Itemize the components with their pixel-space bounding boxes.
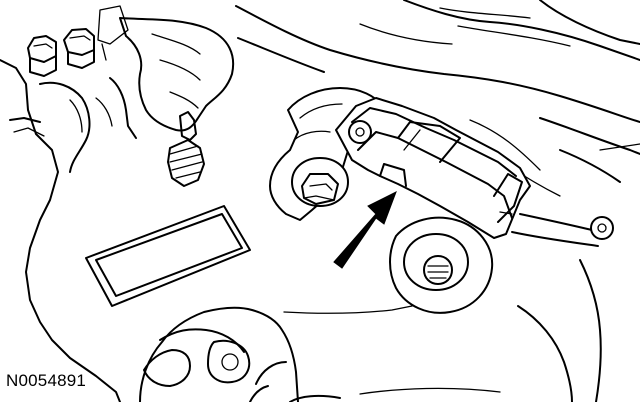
figure-id-label: N0054891 [6,371,87,390]
hose [235,5,640,123]
engine-outline [0,59,121,402]
bracket-top-left [97,5,129,61]
strap-end-icon [590,216,614,240]
arrow-icon [333,190,397,269]
gasket-plate [85,205,251,307]
bolt-left-icon [27,35,57,77]
threaded-stud-icon [167,111,205,187]
round-boss [389,216,494,314]
leader-line [283,305,413,314]
hex-bolt-icon [291,157,349,207]
bolt-right-icon [63,28,95,69]
hand-outline [119,17,235,132]
bolt-head-icon [348,120,372,144]
lower-housing [139,306,299,402]
engine-right-edge [579,259,602,402]
sensor-connector [335,97,531,239]
